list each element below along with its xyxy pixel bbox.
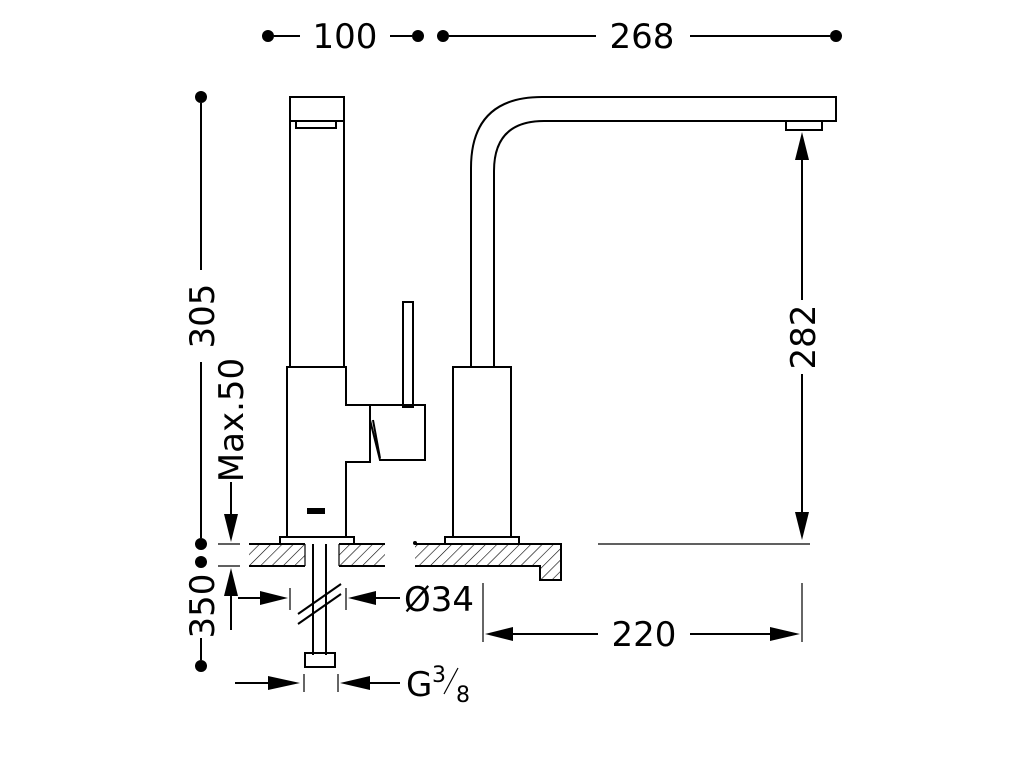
dimension-diameter-34: Ø34	[238, 580, 474, 620]
top-dimension-100: 100	[262, 17, 424, 57]
top-dimension-268: 268	[437, 17, 842, 57]
dim-thread-numerator: 3	[432, 663, 446, 688]
dim-thread-denominator: 8	[456, 683, 470, 708]
dim-thread-main: G	[406, 665, 432, 705]
countertop-left	[249, 542, 385, 568]
dimension-282: 282	[598, 132, 824, 545]
dim-305-label: 305	[183, 284, 223, 349]
faucet-side-view	[279, 96, 426, 545]
left-dimension-max50: Max.50	[212, 358, 252, 630]
dim-268-label: 268	[610, 17, 675, 57]
dim-max50-label: Max.50	[212, 358, 252, 482]
dim-350-label: 350	[183, 574, 223, 639]
left-dimension-350: 350	[183, 556, 223, 672]
dim-diameter-label: Ø34	[404, 580, 474, 620]
dim-220-label: 220	[612, 615, 677, 655]
dimension-thread: G 3 8	[235, 663, 470, 708]
countertop-right	[415, 543, 562, 581]
dim-100-label: 100	[313, 17, 378, 57]
dimension-220: 220	[482, 583, 803, 655]
supply-hose	[297, 544, 342, 668]
left-dimension-305: 305	[183, 91, 223, 550]
faucet-front-view	[444, 96, 837, 545]
dim-282-label: 282	[784, 305, 824, 370]
